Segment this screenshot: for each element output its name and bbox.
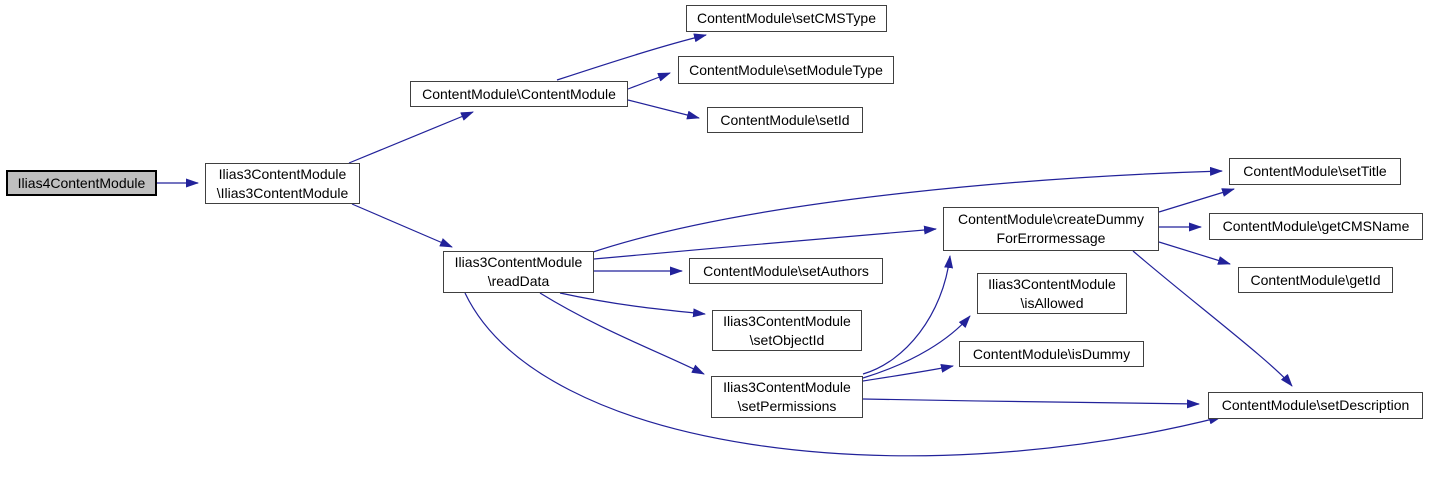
edge-ilias3ctor-readdata xyxy=(351,203,453,248)
edge-readdata-setobjectid xyxy=(559,292,706,318)
edge-setpermissions-isdummy xyxy=(862,363,954,382)
edge-contentmodulector-setcmstype xyxy=(556,33,707,81)
node-setauthors[interactable]: ContentModule\setAuthors xyxy=(689,258,883,284)
node-readdata[interactable]: Ilias3ContentModule \readData xyxy=(443,251,594,293)
node-ilias3contentmodule-constructor[interactable]: Ilias3ContentModule \Ilias3ContentModule xyxy=(205,163,360,204)
edge-ilias3ctor-contentmodulector xyxy=(348,111,474,164)
node-setcmstype[interactable]: ContentModule\setCMSType xyxy=(686,5,887,32)
edge-readdata-setpermissions xyxy=(539,292,705,375)
node-setid[interactable]: ContentModule\setId xyxy=(707,107,863,133)
node-getid[interactable]: ContentModule\getId xyxy=(1238,267,1393,293)
node-setpermissions[interactable]: Ilias3ContentModule \setPermissions xyxy=(711,376,863,418)
node-createdummyforerrormessage[interactable]: ContentModule\createDummy ForErrormessag… xyxy=(943,207,1159,251)
node-isallowed[interactable]: Ilias3ContentModule \isAllowed xyxy=(977,273,1127,314)
edge-createdummy-getid xyxy=(1158,241,1231,265)
node-setmoduletype[interactable]: ContentModule\setModuleType xyxy=(678,56,894,84)
edge-contentmodulector-setmoduletype xyxy=(627,72,671,90)
edge-setpermissions-createdummy xyxy=(862,255,954,375)
node-setdescription[interactable]: ContentModule\setDescription xyxy=(1208,392,1423,419)
node-contentmodule-constructor[interactable]: ContentModule\ContentModule xyxy=(410,81,628,107)
node-settitle[interactable]: ContentModule\setTitle xyxy=(1229,158,1401,185)
edge-setpermissions-isallowed xyxy=(862,315,971,379)
edge-createdummy-setdescription xyxy=(1132,250,1293,387)
edge-readdata-setdescription xyxy=(464,292,1222,457)
edge-readdata-settitle xyxy=(589,166,1223,254)
edge-readdata-createdummy xyxy=(593,225,937,260)
node-ilias4contentmodule[interactable]: Ilias4ContentModule xyxy=(6,170,157,196)
edge-contentmodulector-setid xyxy=(627,99,700,120)
node-isdummy[interactable]: ContentModule\isDummy xyxy=(959,341,1144,367)
edge-setpermissions-setdescription xyxy=(862,398,1200,409)
node-setobjectid[interactable]: Ilias3ContentModule \setObjectId xyxy=(712,310,862,351)
edge-createdummy-settitle xyxy=(1158,188,1235,213)
node-getcmsname[interactable]: ContentModule\getCMSName xyxy=(1209,213,1423,240)
